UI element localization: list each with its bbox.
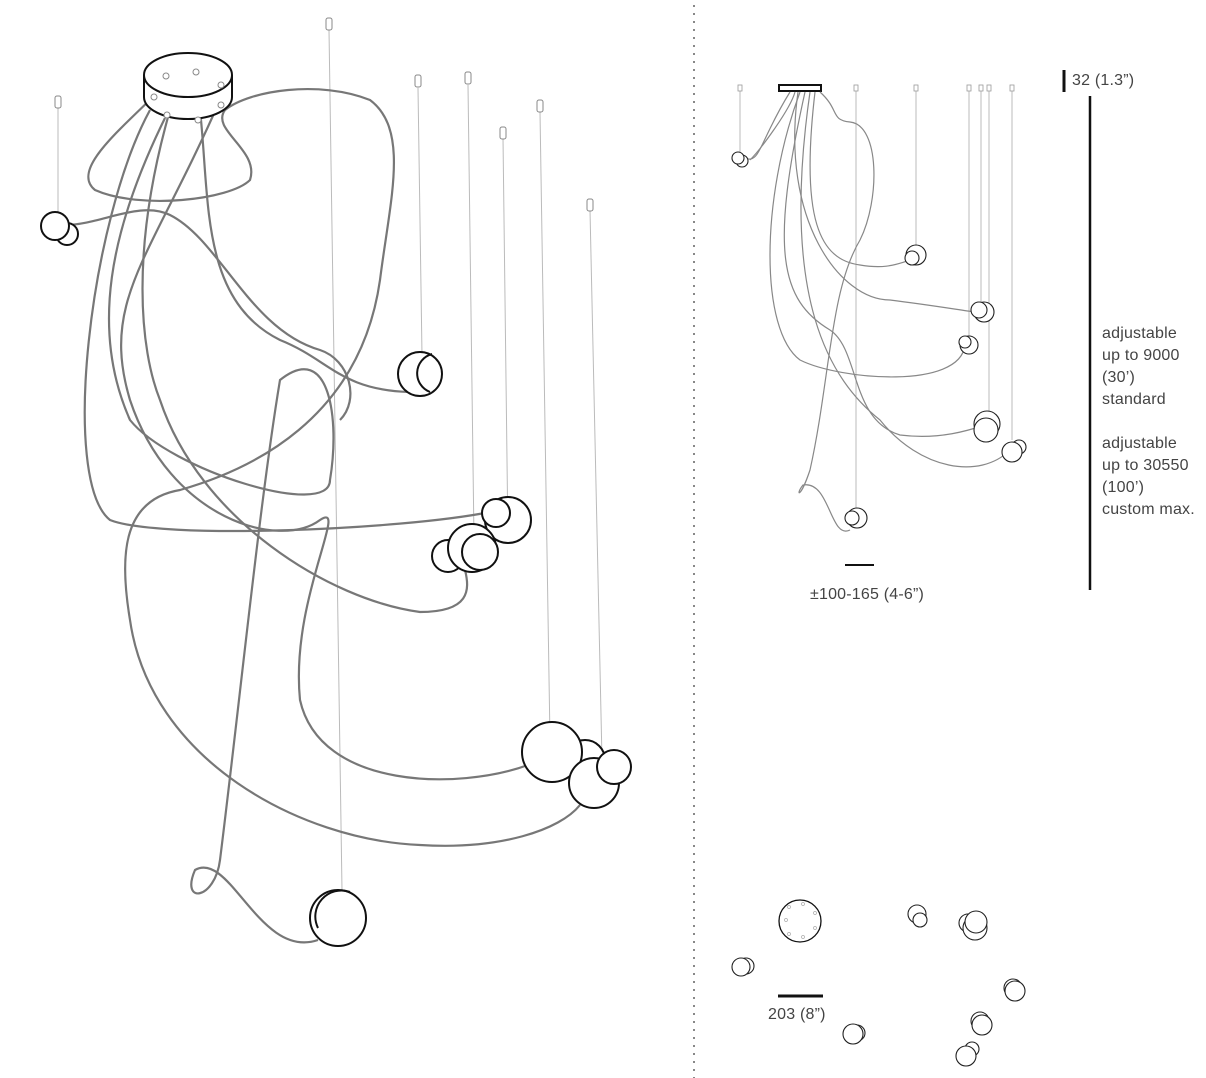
text-line: adjustable [1102, 435, 1177, 452]
canopy-elevation [778, 84, 822, 92]
perspective-view [40, 17, 632, 947]
text-line: (100’) [1102, 479, 1145, 496]
text-line: up to 30550 [1102, 457, 1189, 474]
elevation-view [731, 70, 1092, 590]
drop-length-standard: adjustable up to 9000 (30’) standard [1102, 323, 1180, 411]
canopy-height-label: 32 (1.3”) [1072, 72, 1135, 89]
suspension-wires [57, 29, 603, 891]
power-cords [64, 87, 581, 944]
text-line: up to 9000 [1102, 347, 1180, 364]
cluster-spread-label: ±100-165 (4-6”) [810, 586, 925, 603]
text-line: adjustable [1102, 325, 1177, 342]
canopy-diameter-label: 203 (8”) [768, 1006, 826, 1023]
text-line: custom max. [1102, 501, 1195, 518]
text-line: (30’) [1102, 369, 1136, 386]
glass-spheres [40, 211, 632, 947]
text-line: standard [1102, 391, 1166, 408]
canopy [143, 52, 233, 124]
canopy-plan [778, 899, 822, 943]
plan-view [731, 899, 1026, 1067]
drop-length-custom: adjustable up to 30550 (100’) custom max… [1102, 433, 1195, 521]
wire-grippers [54, 17, 594, 212]
